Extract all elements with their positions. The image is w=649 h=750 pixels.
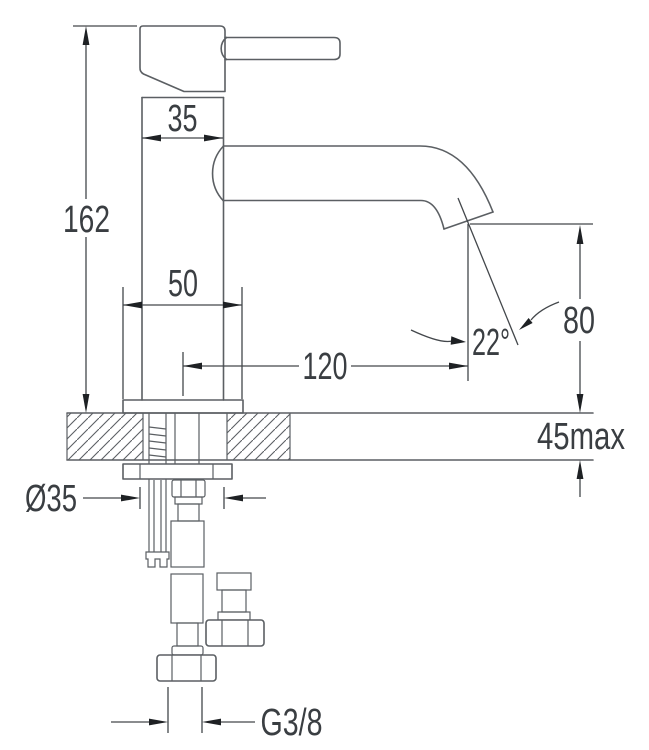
flow-direction-line [457, 197, 519, 346]
dim-spout-height: 80 [563, 225, 595, 413]
hose-braid-upper [170, 520, 205, 568]
lever-joint-arc [220, 36, 228, 61]
base-plate [122, 399, 244, 414]
spout-bottom-edge [222, 199, 445, 230]
spout-collar-arc [211, 145, 225, 202]
dim-hole-diameter: Ø35 [25, 478, 266, 520]
dim-50-arrow-right [223, 301, 242, 309]
washer-steps [139, 464, 214, 479]
stud-slotted-tip [145, 551, 170, 568]
angle-arrow-right-head [519, 318, 533, 330]
hose-top-nut [171, 479, 206, 498]
stud-edges [148, 413, 167, 552]
dim-g38-arrow-right [202, 718, 221, 726]
dim-50-arrow-left [123, 301, 142, 309]
worktop-hatch-right [227, 413, 290, 460]
hose2-collar [217, 611, 251, 621]
worktop-hatch-left [67, 413, 143, 460]
hose-collar-upper [174, 496, 203, 505]
dim-spout-reach-value: 120 [303, 346, 348, 388]
dim-45max-arrow-up [576, 460, 584, 479]
spout-end-face [443, 211, 494, 230]
stud-inner-lines [153, 480, 162, 552]
hose2-nut [205, 619, 265, 647]
dim-g38-arrow-left [149, 718, 168, 726]
hose-top-nut-facets [180, 480, 197, 497]
dim-thread-size: G3/8 [111, 687, 323, 744]
dim-120-arrow-right [449, 362, 468, 370]
dim-50-extensions [122, 287, 243, 399]
hose2-braid-cap [216, 572, 252, 591]
hose-end-nut [156, 654, 217, 682]
spout-top-edge [222, 145, 494, 213]
hose-end-nut-facets [171, 655, 202, 681]
dim-deck-thickness-value: 45max [537, 416, 625, 458]
mounting-washer [122, 463, 233, 480]
dim-120-arrow-left [183, 362, 202, 370]
dim-80-arrow-down [576, 394, 584, 413]
dim-thread-size-value: G3/8 [261, 702, 323, 744]
dim-body-width: 35 [142, 98, 223, 142]
dim-80-arrow-up [576, 225, 584, 244]
hose2-nut-facets [221, 620, 249, 646]
dim-flow-angle: 22° [410, 301, 560, 364]
dim-overall-height-value: 162 [63, 199, 110, 241]
worktop-section [66, 412, 594, 461]
dim-dia35-arrow-left [121, 494, 140, 502]
handle-head [139, 25, 226, 93]
dim-hole-diameter-value: Ø35 [25, 478, 77, 520]
under-counter-assembly [122, 413, 265, 682]
hose-braid-lower [170, 573, 204, 624]
dim-35-arrow-right [204, 134, 223, 142]
dim-flow-angle-value: 22° [472, 322, 510, 364]
dim-dia35-arrow-right [224, 494, 243, 502]
stud-thread-ticks [148, 426, 167, 458]
angle-arrow-right-curve [530, 301, 560, 321]
angle-arrow-left-head [450, 336, 466, 345]
dim-spout-reach: 120 [182, 346, 468, 396]
hose-neck-upper [177, 503, 200, 522]
handle-lever [224, 36, 341, 61]
hose-collar-lower [171, 645, 204, 656]
dim-162-arrow-up [82, 26, 90, 45]
dim-deck-thickness: 45max [537, 416, 625, 497]
dim-overall-height: 162 [63, 25, 137, 413]
dim-base-width-value: 50 [168, 263, 198, 305]
reference-lines [457, 197, 593, 381]
dim-35-arrow-left [142, 134, 161, 142]
angle-arrow-left-curve [410, 329, 453, 343]
dim-base-width: 50 [122, 263, 243, 399]
dim-spout-height-value: 80 [563, 300, 595, 342]
hose-neck-lower [176, 622, 199, 647]
dim-162-arrow-down [82, 394, 90, 413]
dim-g38-extensions [167, 687, 203, 733]
dim-body-width-value: 35 [168, 98, 198, 140]
hose2-neck [221, 589, 247, 613]
